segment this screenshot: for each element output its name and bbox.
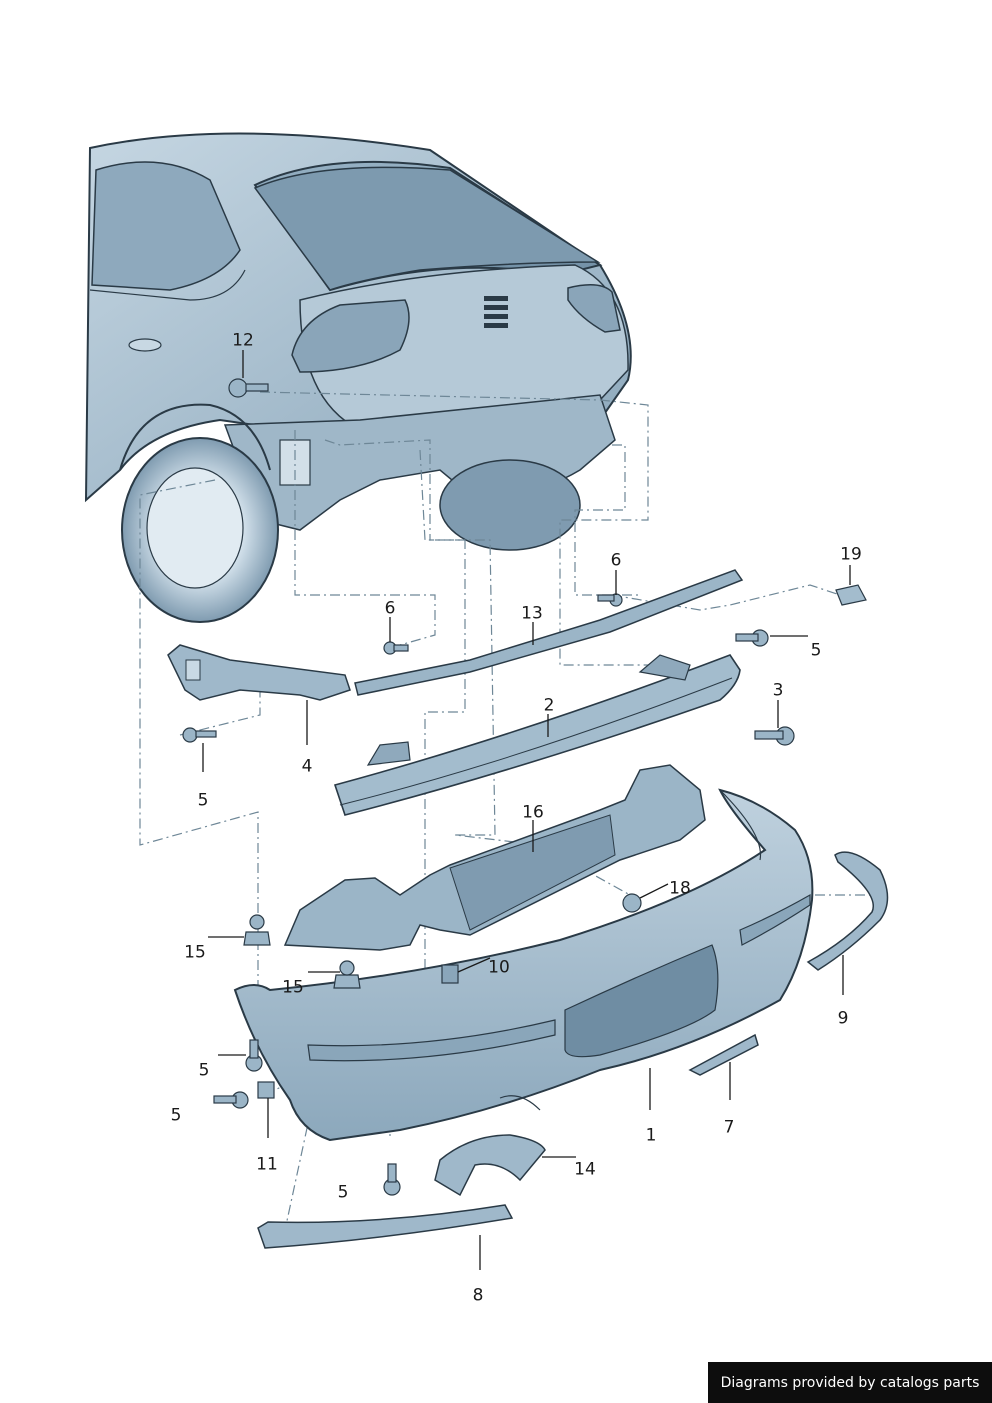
clip-11-icon <box>257 1081 275 1099</box>
car-rear-body <box>84 132 632 623</box>
left-reflector-strip <box>307 1019 556 1062</box>
bolt-5-left-icon <box>182 727 217 743</box>
diffuser-insert <box>434 1134 546 1197</box>
callout-4: 4 <box>301 756 313 777</box>
bolt-5-bottom-icon <box>383 1163 401 1196</box>
callout-10: 10 <box>488 957 510 978</box>
nut-18-icon <box>622 893 642 913</box>
callout-5-lower: 5 <box>170 1105 182 1126</box>
fasteners <box>182 378 795 1196</box>
callout-8: 8 <box>472 1285 484 1306</box>
bolt-5-mid-icon <box>245 1039 263 1072</box>
license-plate-recess <box>564 944 719 1058</box>
brand-emblem <box>484 296 508 328</box>
bolt-6-left-icon <box>383 641 409 655</box>
bumper-mounting-bracket-left <box>167 644 351 701</box>
callout-16: 16 <box>522 802 544 823</box>
callout-5-mid: 5 <box>198 1060 210 1081</box>
tow-eye-cover <box>688 1033 759 1076</box>
rear-window <box>253 166 601 291</box>
bolt-6-top-icon <box>597 593 623 607</box>
wheel-arch <box>119 403 271 471</box>
callout-5-left: 5 <box>197 790 209 811</box>
callout-12: 12 <box>232 330 254 351</box>
callout-3: 3 <box>772 680 784 701</box>
right-tail-light <box>567 284 621 333</box>
bumper-lower-trim <box>257 1204 514 1249</box>
callout-5-right: 5 <box>810 640 822 661</box>
side-window <box>91 161 241 291</box>
nut-15-upper-icon <box>243 914 271 946</box>
door-line <box>89 269 246 301</box>
callout-9: 9 <box>837 1008 849 1029</box>
bumper-inner-bracket <box>283 764 706 951</box>
callout-5-bottom: 5 <box>337 1182 349 1203</box>
bolt-3-icon <box>754 726 795 746</box>
bracket-clip-right <box>835 584 867 606</box>
bolt-5-lower-icon <box>213 1091 249 1109</box>
door-handle <box>128 338 162 352</box>
bumper-guide-rail <box>354 569 744 696</box>
bumper-reinforcement-beam <box>333 654 741 816</box>
callout-13: 13 <box>521 603 543 624</box>
left-tail-light <box>291 299 410 373</box>
leader-lines <box>202 350 851 1270</box>
nut-15-lower-icon <box>333 960 361 989</box>
bumper-side-trim-right <box>806 851 889 971</box>
callout-7: 7 <box>723 1117 735 1138</box>
bumper-center-clip <box>441 964 459 984</box>
credit-banner: Diagrams provided by catalogs parts <box>708 1362 992 1403</box>
rear-rim <box>146 467 244 589</box>
callout-15-lower: 15 <box>282 977 304 998</box>
callout-6-left: 6 <box>384 598 396 619</box>
bolt-5-top-icon <box>735 629 769 647</box>
rear-bumper-cover <box>233 788 814 1142</box>
callout-2: 2 <box>543 695 555 716</box>
callout-18: 18 <box>669 878 691 899</box>
callout-19: 19 <box>840 544 862 565</box>
right-reflector-strip <box>739 893 811 946</box>
credit-text: Diagrams provided by catalogs parts <box>720 1374 980 1391</box>
callout-11: 11 <box>256 1154 278 1175</box>
bolt-12-icon <box>228 378 269 398</box>
callout-14: 14 <box>574 1159 596 1180</box>
spare-tyre <box>439 459 581 551</box>
callout-6-upper: 6 <box>610 550 622 571</box>
callout-15-upper: 15 <box>184 942 206 963</box>
callout-1: 1 <box>645 1125 657 1146</box>
